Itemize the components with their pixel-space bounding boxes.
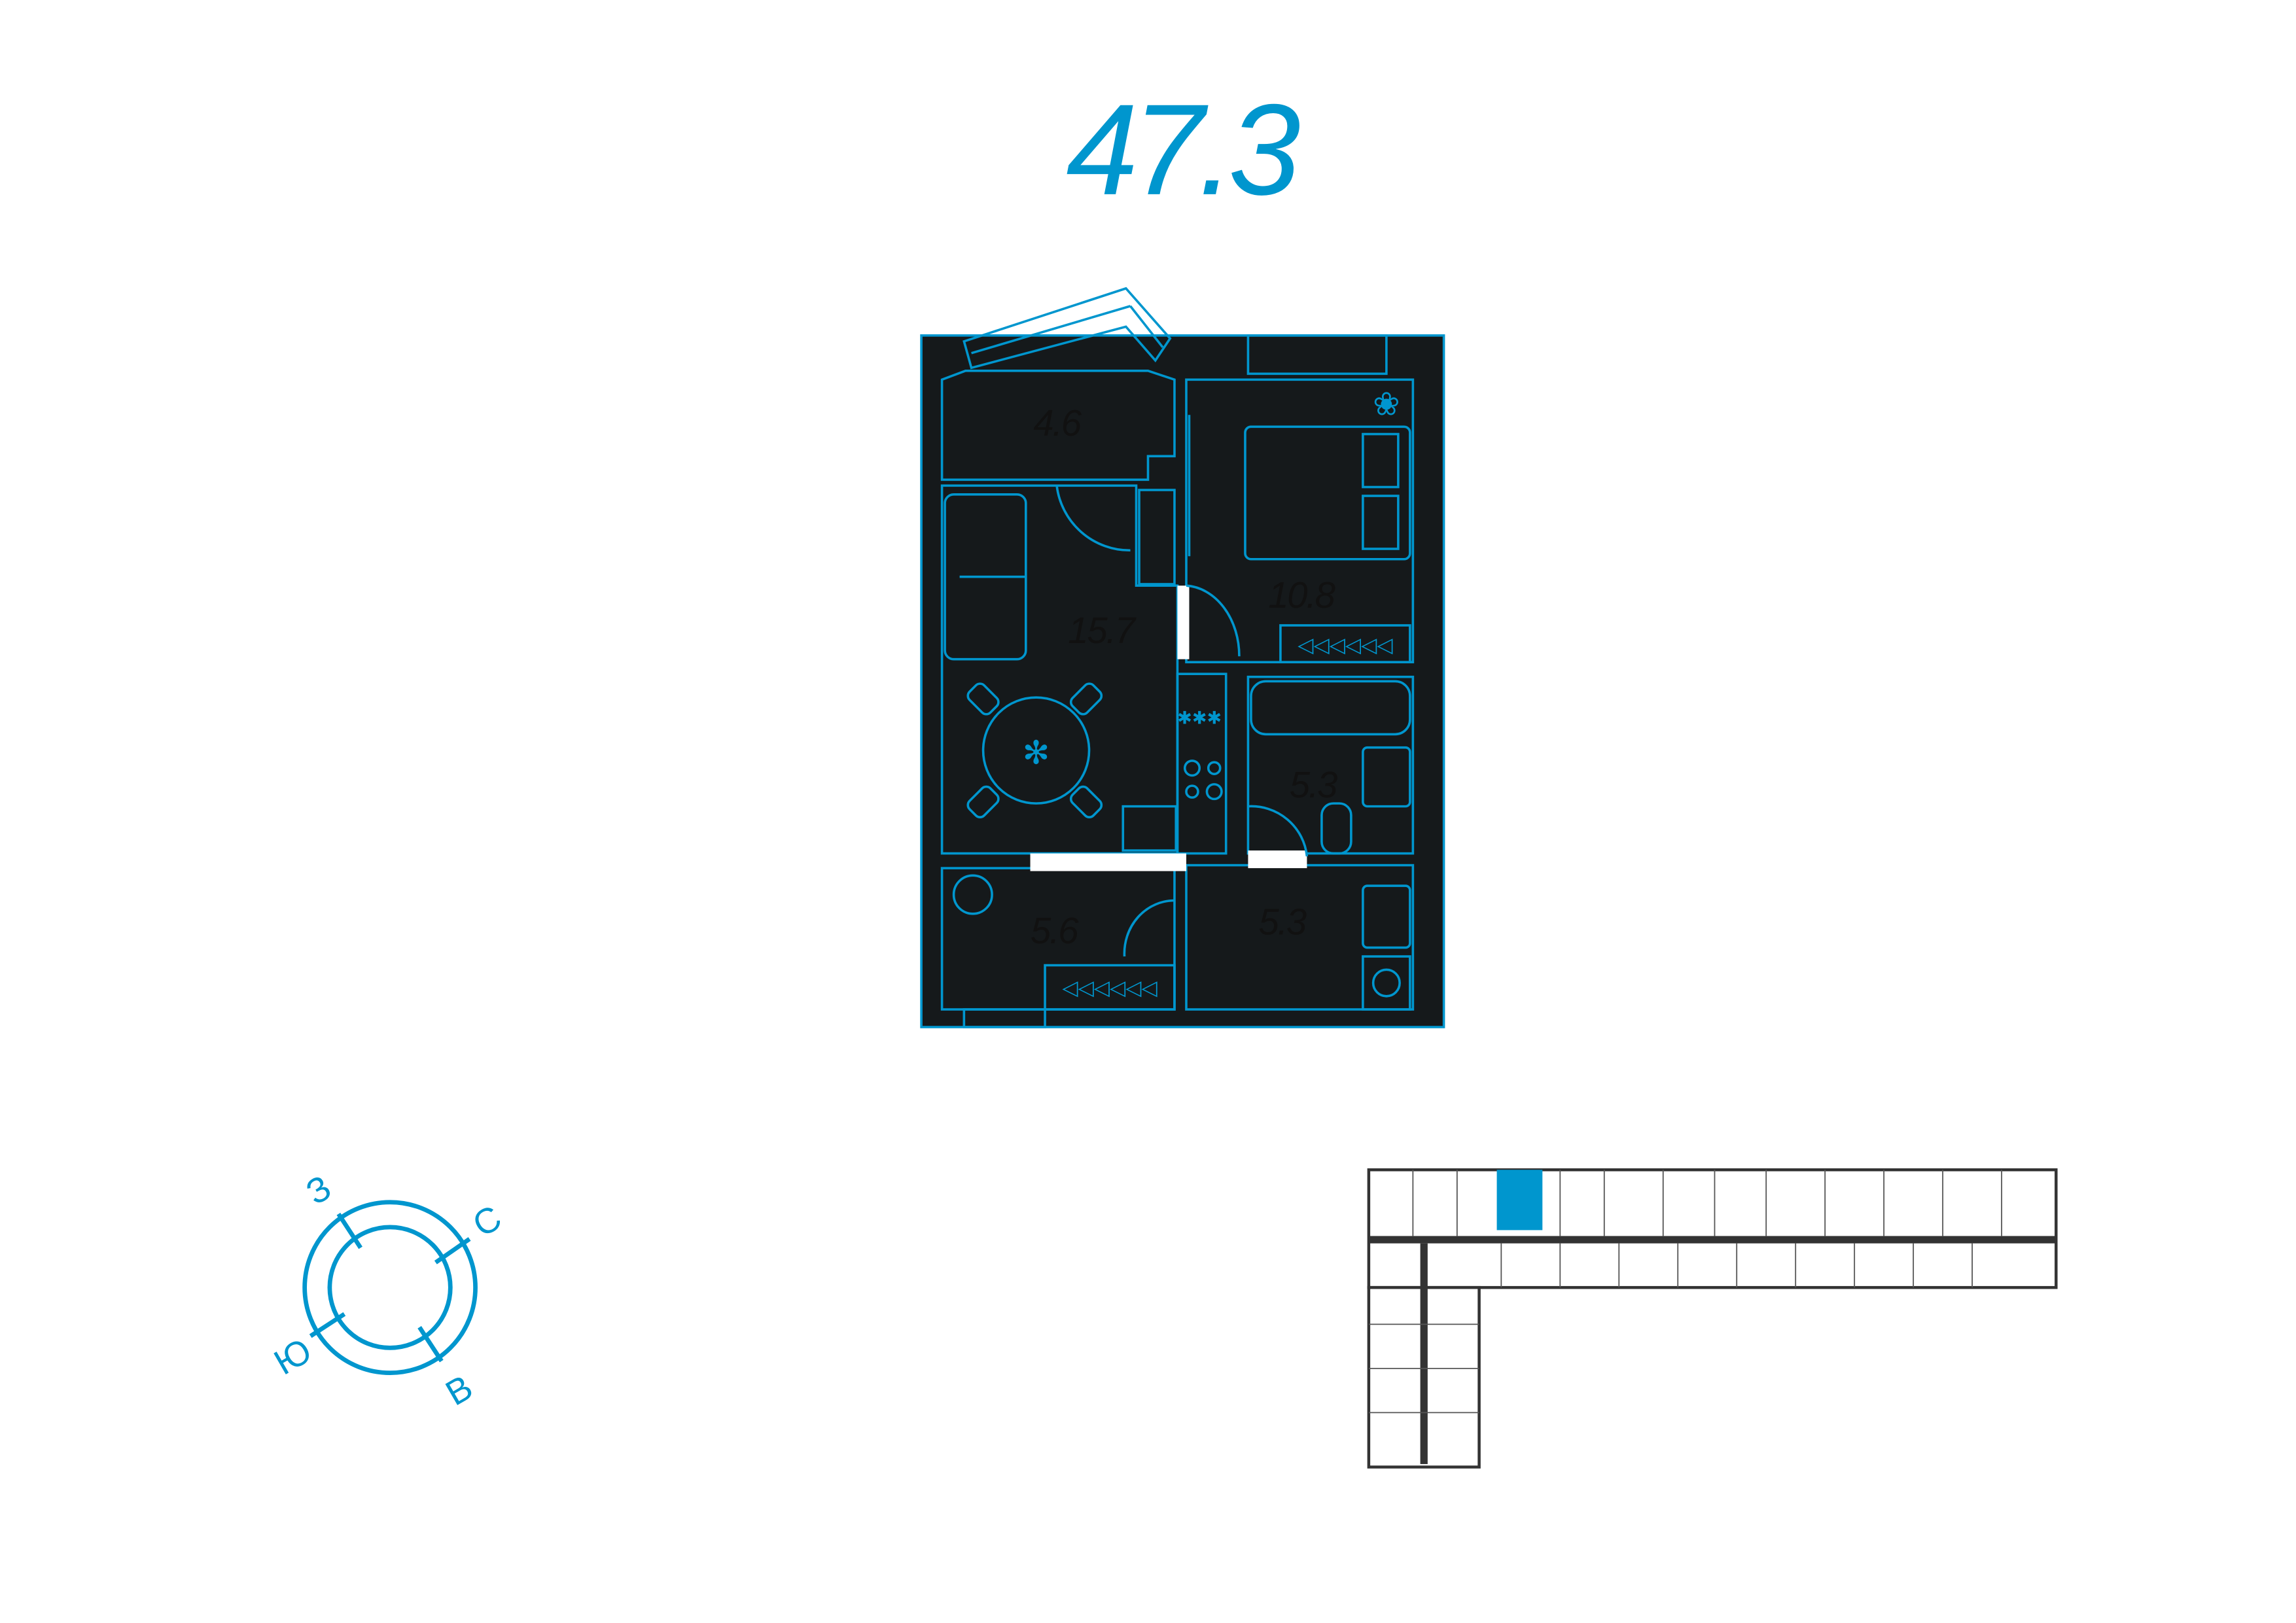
building-key-plan [1367,1168,2058,1469]
hall-window [963,1008,1046,1028]
room-area-bedroom: 10.8 [1268,574,1335,616]
door-bathroom [1248,805,1309,857]
room-area-hallway: 5.6 [1031,910,1079,951]
svg-text:◁◁◁◁◁◁: ◁◁◁◁◁◁ [1298,633,1392,656]
hall-closet-icon [1044,964,1176,1011]
bedroom-window [1246,334,1388,375]
toilet-icon [1320,802,1352,855]
washing-machine-icon [1362,955,1411,1011]
room-area-bathroom: 5.3 [1290,764,1337,805]
svg-text:✱✱✱: ✱✱✱ [1177,708,1222,728]
plant-icon: ❀ [1373,386,1400,422]
door-balcony [1055,485,1131,552]
compass-west: З [300,1168,338,1212]
bed-icon [1244,425,1411,561]
highlighted-apartment [1496,1170,1543,1230]
door-bedroom [1186,584,1241,657]
room-area-living: 15.7 [1068,610,1136,651]
svg-text:◁◁◁◁◁◁: ◁◁◁◁◁◁ [1062,976,1157,1000]
compass: З С Ю В [268,1168,508,1413]
compass-south: Ю [268,1331,318,1382]
chair-icon [966,785,1000,818]
laundry-sink-icon [1362,884,1411,949]
radiator-icon [1138,489,1176,585]
bay-window [963,287,1172,370]
total-area: 47.3 [1066,77,1299,222]
door-entrance [1123,899,1174,957]
bathtub-icon [1250,680,1411,736]
room-balcony [940,370,1176,481]
room-area-balcony: 4.6 [1033,402,1082,444]
chair-icon [966,682,1000,716]
bath-sink-icon [1362,746,1411,808]
closet-icon [1279,624,1411,663]
kitchen-sink-icon [1122,805,1178,852]
stove-icon [1183,759,1201,777]
apartment-plan: ✻ ✱✱✱ ❀ ◁◁◁◁◁◁ ◁◁◁◁◁◁ 4.6 10.8 15.7 5.3 … [920,287,1445,1028]
compass-north: С [467,1198,508,1244]
meter-icon [952,874,993,915]
room-area-laundry: 5.3 [1258,901,1306,942]
chair-icon [1069,785,1103,818]
chair-icon [1069,682,1103,716]
svg-text:✻: ✻ [1023,735,1050,771]
dining-table-icon [981,696,1091,805]
compass-east: В [439,1368,479,1414]
kitchen-counter [1176,672,1227,855]
passage [1030,853,1186,871]
